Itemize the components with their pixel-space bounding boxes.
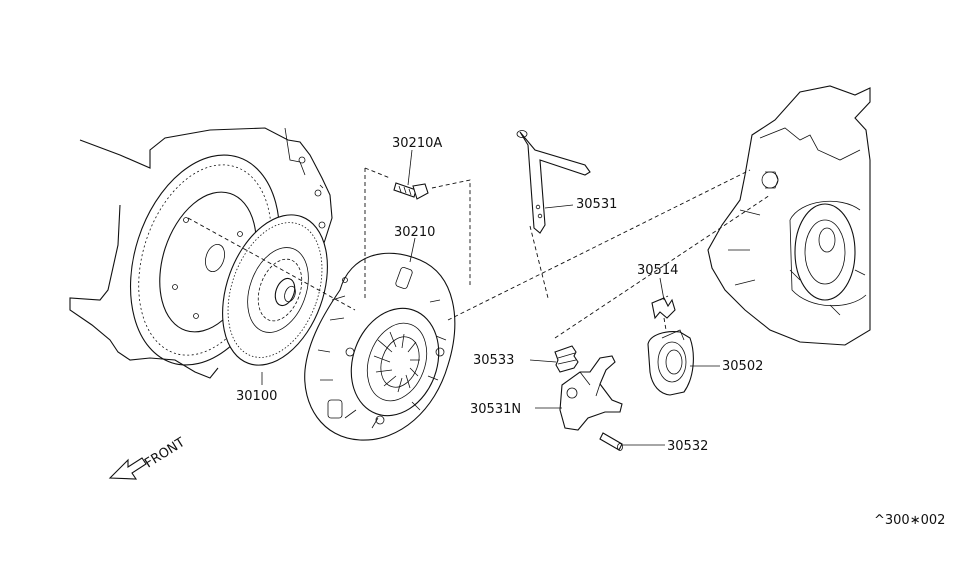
label-30532: 30532 (667, 439, 708, 454)
label-30533: 30533 (473, 353, 514, 368)
engine-block-outline (69, 127, 333, 379)
label-30514: 30514 (637, 263, 678, 278)
withdrawal-lever-assembly (559, 355, 623, 431)
withdrawal-lever (516, 130, 591, 234)
transmission-case (707, 85, 871, 346)
clutch-cover-bolt (393, 182, 429, 200)
clutch-cover (304, 252, 456, 441)
boot (554, 345, 579, 373)
diagram-code: ^300∗002 (874, 513, 945, 528)
front-arrow: FRONT (108, 435, 188, 480)
label-30210a: 30210A (392, 136, 442, 151)
leader-lines (261, 149, 720, 446)
front-label: FRONT (142, 435, 188, 471)
bearing-clip (651, 297, 676, 320)
label-30531: 30531 (576, 197, 617, 212)
label-30531n: 30531N (470, 402, 521, 417)
label-30100: 30100 (236, 389, 277, 404)
label-30210: 30210 (394, 225, 435, 240)
label-30502: 30502 (722, 359, 763, 374)
alignment-lines (187, 167, 771, 339)
clutch-disc (222, 214, 328, 366)
retainer-pin (599, 432, 623, 451)
release-bearing (647, 329, 694, 396)
